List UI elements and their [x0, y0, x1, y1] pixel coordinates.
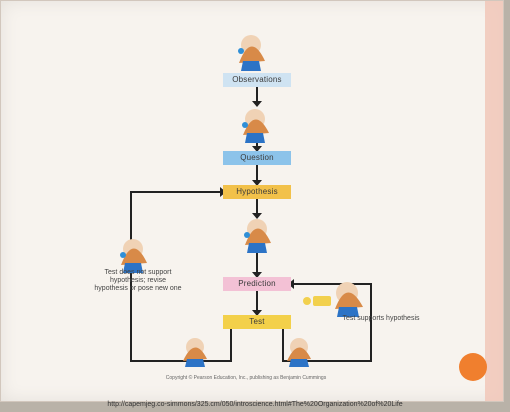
figure-bottom-right-icon — [287, 338, 311, 367]
caption-test-supports: Test supports hypothesis — [342, 315, 420, 322]
copyright-text: Copyright © Pearson Education, Inc., pub… — [165, 375, 327, 381]
arrowhead-4 — [252, 213, 262, 219]
prediction-box: Prediction — [223, 277, 291, 291]
figure-middle-icon — [242, 109, 269, 143]
arrowheads — [220, 101, 294, 316]
slide: Observations Question Hypothesis Predict… — [0, 0, 504, 402]
scientific-method-diagram — [120, 35, 372, 367]
url-text: http://capemjeg.co-simmons/325.cm/050/in… — [107, 401, 403, 408]
slide-right-band — [485, 1, 503, 401]
figure-bottom-left-icon — [183, 338, 207, 367]
left-loop-arrow — [130, 191, 232, 362]
test-box: Test — [223, 315, 291, 329]
figure-hypothesis-icon — [244, 219, 271, 253]
hypothesis-box: Hypothesis — [223, 185, 291, 199]
arrowhead-6 — [252, 310, 262, 316]
figure-right-icon — [303, 282, 363, 317]
figure-top-icon — [238, 35, 265, 71]
accent-dot — [459, 353, 487, 381]
arrowhead-5 — [252, 272, 262, 278]
arrowhead-2 — [252, 146, 262, 152]
figure-left-icon — [120, 239, 147, 273]
arrowhead-1 — [252, 101, 262, 107]
question-box: Question — [223, 151, 291, 165]
arrowhead-right-loop — [288, 279, 294, 289]
caption-test-does-not-support: Test does not support hypothesis; revise… — [94, 269, 182, 292]
arrowhead-3 — [252, 180, 262, 186]
observations-box: Observations — [223, 73, 291, 87]
